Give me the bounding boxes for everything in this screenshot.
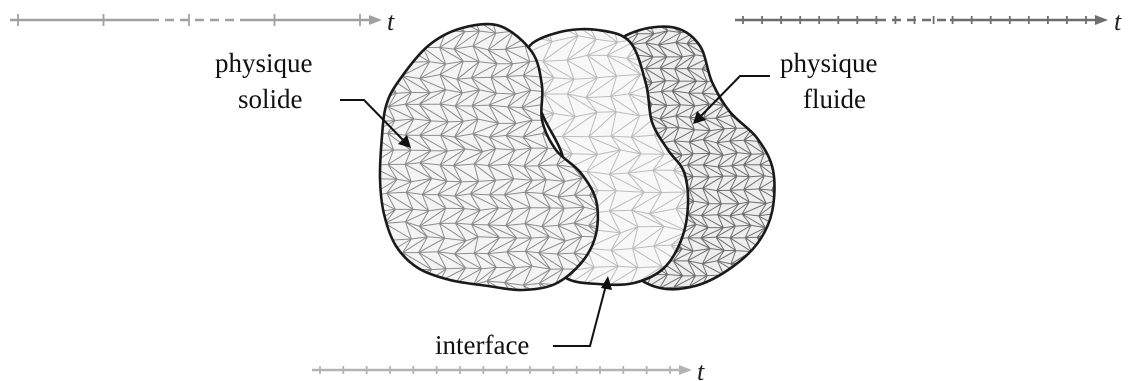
solid-domain-outline	[378, 22, 600, 292]
axis-interface-arrowhead	[679, 365, 692, 375]
time-axis-solid	[10, 14, 382, 26]
fluid-leader-line	[698, 75, 770, 119]
label-physique-solide-line2: solide	[238, 84, 303, 114]
label-physique-fluide-line2: fluide	[803, 84, 866, 114]
axis-fluid-arrowhead	[1095, 15, 1108, 25]
solid-leader-arrowhead	[398, 135, 411, 148]
time-axis-fluid-label: t	[1114, 7, 1122, 36]
time-axis-interface-label: t	[697, 357, 705, 381]
interface-leader-line	[553, 284, 607, 347]
label-physique-solide-line1: physique	[215, 48, 313, 78]
time-axis-solid-label: t	[387, 7, 395, 36]
axis-solid-arrowhead	[369, 15, 382, 25]
fluid-leader-arrowhead	[693, 111, 706, 124]
interface-leader-arrowhead	[601, 276, 612, 290]
label-interface: interface	[435, 330, 529, 360]
time-axis-interface	[312, 365, 692, 375]
solid-leader-line	[340, 99, 406, 143]
label-physique-fluide-line1: physique	[780, 48, 878, 78]
time-axis-fluid	[735, 15, 1108, 25]
